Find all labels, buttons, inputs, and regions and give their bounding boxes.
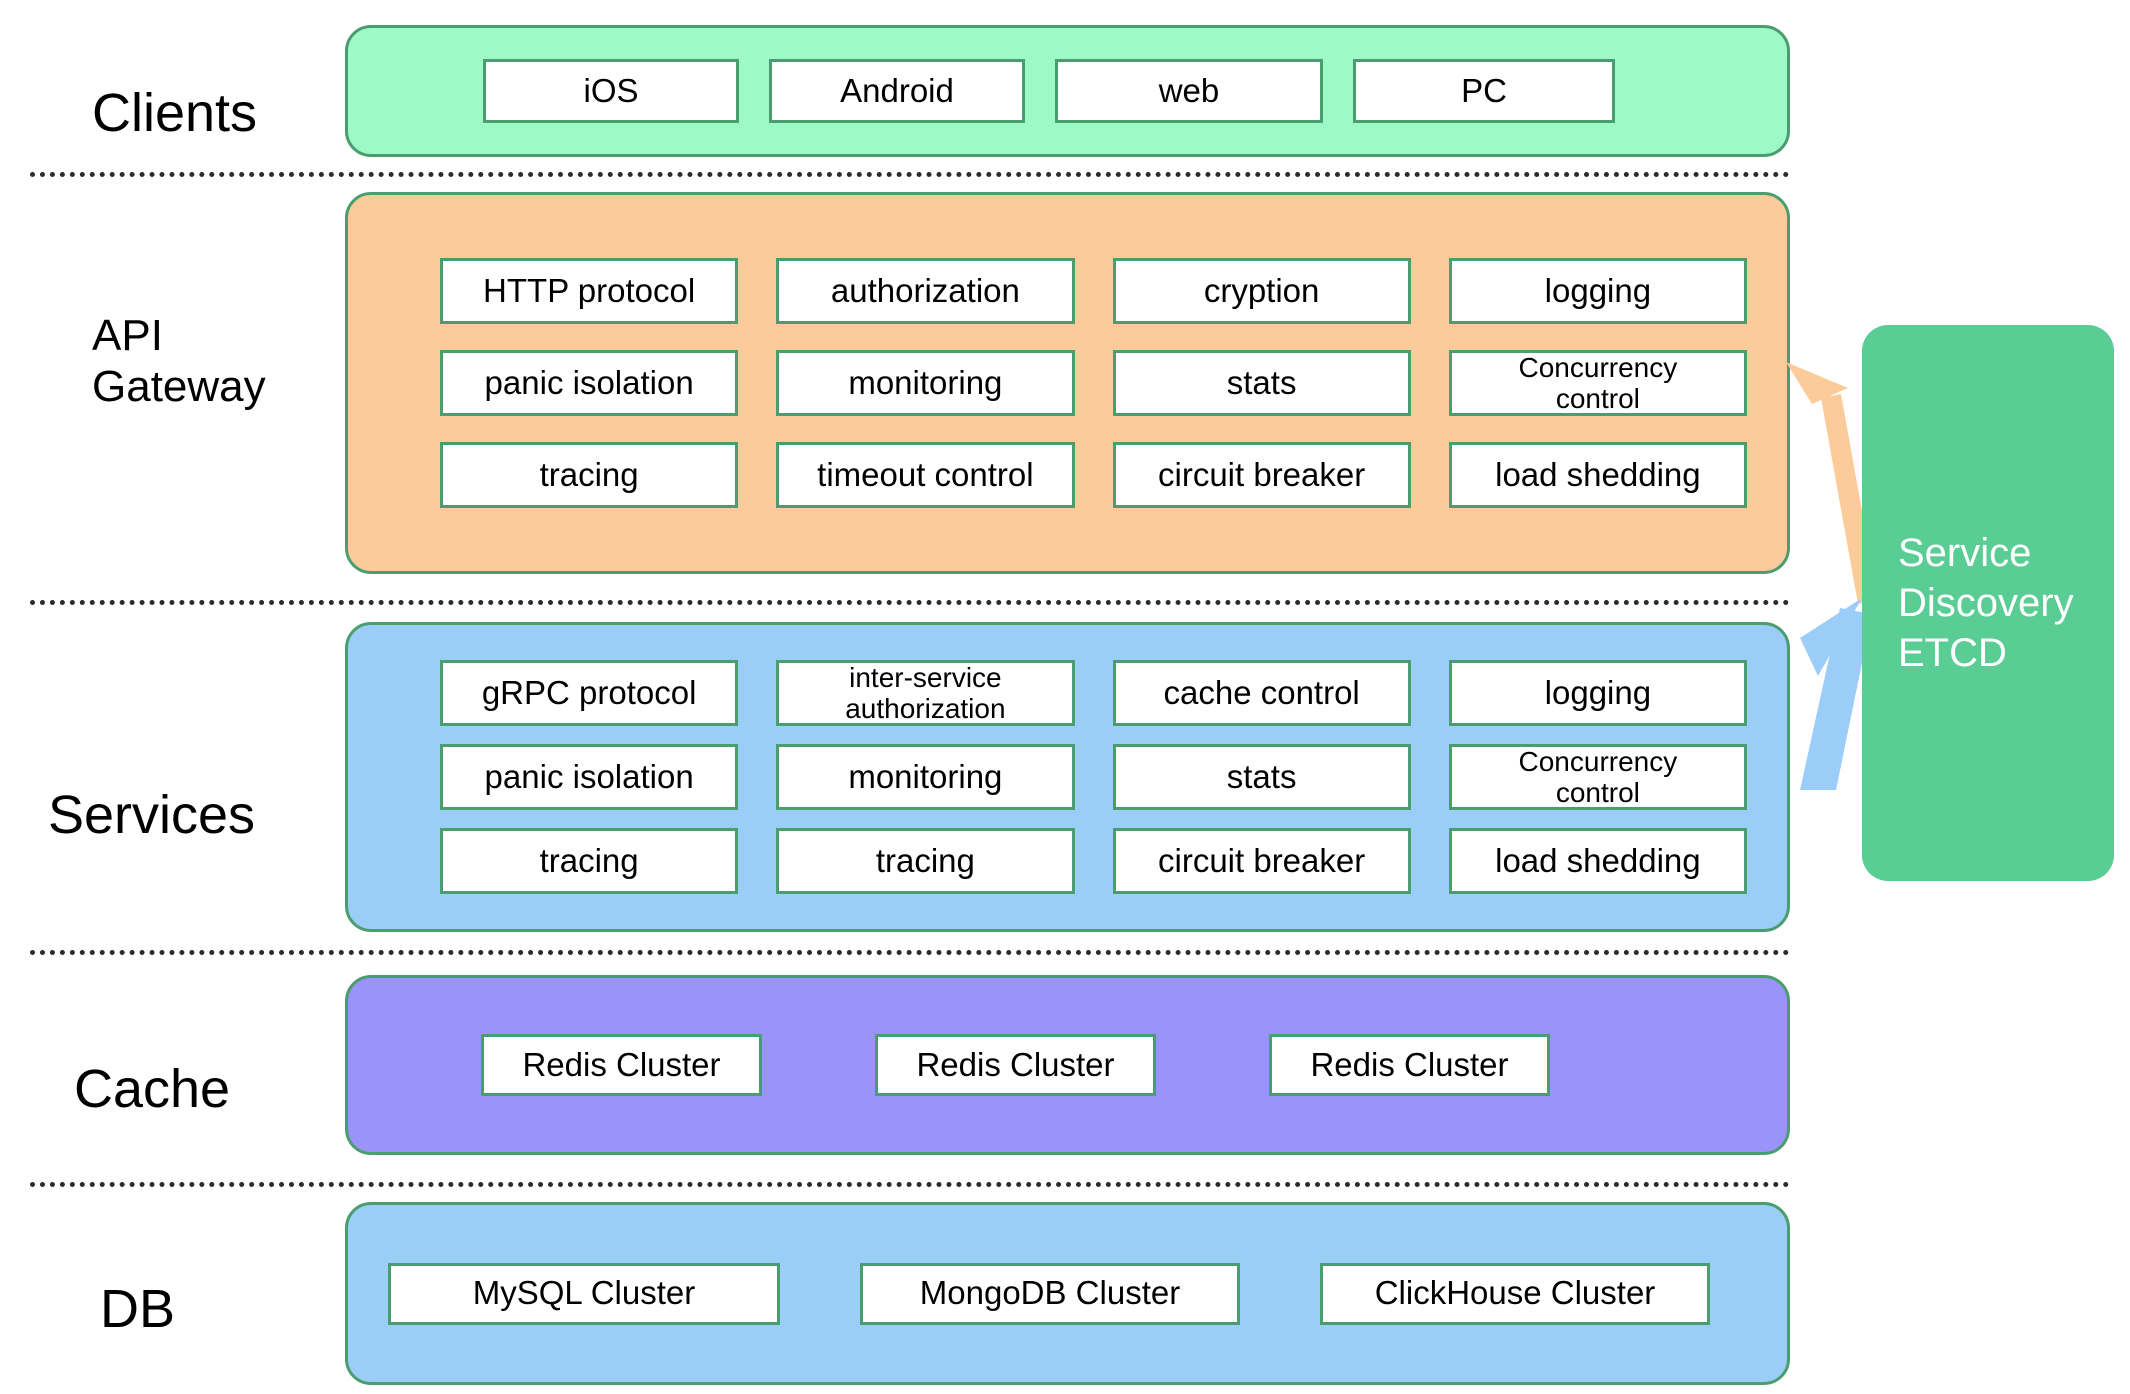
row-label-services: Services <box>48 785 256 845</box>
service-discovery-label: Service Discovery ETCD <box>1898 531 2074 675</box>
band-row: tracing timeout control circuit breaker … <box>440 442 1747 508</box>
band-row: HTTP protocol authorization cryption log… <box>440 258 1747 324</box>
cell-gw-logging[interactable]: logging <box>1448 258 1747 324</box>
cell-svc-tracing-1[interactable]: tracing <box>440 828 739 894</box>
row-label-db: DB <box>100 1279 176 1339</box>
cell-gw-stats[interactable]: stats <box>1112 350 1411 416</box>
cell-svc-load-shedding[interactable]: load shedding <box>1448 828 1747 894</box>
cell-svc-panic-isolation[interactable]: panic isolation <box>440 744 739 810</box>
cell-db-mysql-cluster[interactable]: MySQL Cluster <box>388 1262 780 1325</box>
layer-band-cache: Redis Cluster Redis Cluster Redis Cluste… <box>345 975 1790 1155</box>
layer-band-clients: iOS Android web PC <box>345 25 1790 157</box>
layer-band-db: MySQL Cluster MongoDB Cluster ClickHouse… <box>345 1202 1790 1385</box>
cell-cache-redis-1[interactable]: Redis Cluster <box>481 1034 762 1096</box>
band-row: gRPC protocol inter-service authorizatio… <box>440 660 1747 726</box>
cell-svc-concurrency-control[interactable]: Concurrency control <box>1448 744 1747 810</box>
cell-svc-inter-service-authorization[interactable]: inter-service authorization <box>776 660 1075 726</box>
cell-cache-redis-3[interactable]: Redis Cluster <box>1269 1034 1550 1096</box>
cell-gw-cryption[interactable]: cryption <box>1112 258 1411 324</box>
cell-db-mongodb-cluster[interactable]: MongoDB Cluster <box>860 1262 1240 1325</box>
divider-cache-db <box>30 1182 1790 1187</box>
cell-client-pc[interactable]: PC <box>1353 59 1615 123</box>
cell-gw-circuit-breaker[interactable]: circuit breaker <box>1112 442 1411 508</box>
layer-band-api-gateway: HTTP protocol authorization cryption log… <box>345 192 1790 574</box>
cell-gw-load-shedding[interactable]: load shedding <box>1448 442 1747 508</box>
cell-gw-panic-isolation[interactable]: panic isolation <box>440 350 739 416</box>
band-row: panic isolation monitoring stats Concurr… <box>440 744 1747 810</box>
cell-gw-monitoring[interactable]: monitoring <box>776 350 1075 416</box>
layer-band-services: gRPC protocol inter-service authorizatio… <box>345 622 1790 932</box>
cell-svc-cache-control[interactable]: cache control <box>1112 660 1411 726</box>
cell-gw-timeout-control[interactable]: timeout control <box>776 442 1075 508</box>
cell-svc-logging[interactable]: logging <box>1448 660 1747 726</box>
cell-svc-grpc-protocol[interactable]: gRPC protocol <box>440 660 739 726</box>
band-row: tracing tracing circuit breaker load she… <box>440 828 1747 894</box>
cell-gw-tracing[interactable]: tracing <box>440 442 739 508</box>
cell-client-android[interactable]: Android <box>769 59 1025 123</box>
row-label-clients: Clients <box>92 83 258 143</box>
cell-svc-monitoring[interactable]: monitoring <box>776 744 1075 810</box>
cell-gw-concurrency-control[interactable]: Concurrency control <box>1448 350 1747 416</box>
row-label-api-gateway: API Gateway <box>92 311 266 412</box>
band-row: panic isolation monitoring stats Concurr… <box>440 350 1747 416</box>
cell-db-clickhouse-cluster[interactable]: ClickHouse Cluster <box>1320 1262 1710 1325</box>
band-row: Redis Cluster Redis Cluster Redis Cluste… <box>481 1034 1787 1096</box>
divider-services-cache <box>30 950 1790 955</box>
cell-svc-tracing-2[interactable]: tracing <box>776 828 1075 894</box>
cell-gw-http-protocol[interactable]: HTTP protocol <box>440 258 739 324</box>
service-discovery-panel[interactable]: Service Discovery ETCD <box>1862 325 2114 881</box>
cell-svc-circuit-breaker[interactable]: circuit breaker <box>1112 828 1411 894</box>
divider-clients-gateway <box>30 172 1790 177</box>
divider-gateway-services <box>30 600 1790 605</box>
band-row: iOS Android web PC <box>483 59 1787 123</box>
row-label-cache: Cache <box>74 1059 231 1119</box>
cell-svc-stats[interactable]: stats <box>1112 744 1411 810</box>
cell-cache-redis-2[interactable]: Redis Cluster <box>875 1034 1156 1096</box>
band-row: MySQL Cluster MongoDB Cluster ClickHouse… <box>388 1262 1787 1325</box>
cell-client-ios[interactable]: iOS <box>483 59 739 123</box>
cell-gw-authorization[interactable]: authorization <box>776 258 1075 324</box>
cell-client-web[interactable]: web <box>1055 59 1323 123</box>
